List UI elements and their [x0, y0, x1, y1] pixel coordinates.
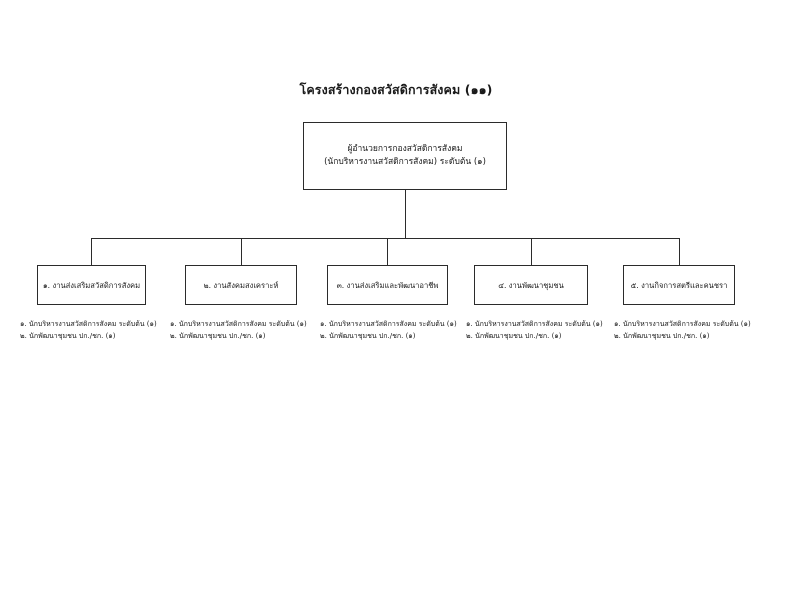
connector-trunk-vertical — [405, 190, 406, 238]
org-node-department-2-label: ๒. งานสังคมสงเคราะห์ — [203, 280, 279, 290]
staff-list-department-2: ๑. นักบริหารงานสวัสดิการสังคม ระดับต้น (… — [170, 319, 307, 342]
staff-item: ๒. นักพัฒนาชุมชน ปก./ชก. (๑) — [466, 331, 562, 340]
connector-drop-2 — [241, 238, 242, 265]
org-node-department-1-label: ๑. งานส่งเสริมสวัสดิการสังคม — [42, 280, 141, 290]
staff-list-department-1: ๑. นักบริหารงานสวัสดิการสังคม ระดับต้น (… — [20, 319, 157, 342]
staff-item: ๑. นักบริหารงานสวัสดิการสังคม ระดับต้น (… — [320, 320, 457, 328]
org-node-department-4-label: ๔. งานพัฒนาชุมชน — [498, 280, 564, 290]
staff-item: ๒. นักพัฒนาชุมชน ปก./ชก. (๑) — [170, 331, 266, 340]
connector-drop-1 — [91, 238, 92, 265]
org-node-director-line-1: ผู้อำนวยการกองสวัสดิการสังคม — [347, 144, 463, 154]
connector-horizontal-bus — [91, 238, 679, 239]
page-title: โครงสร้างกองสวัสดิการสังคม (๑๑) — [299, 82, 493, 97]
org-node-director-text: ผู้อำนวยการกองสวัสดิการสังคม (นักบริหารง… — [318, 143, 492, 169]
staff-item: ๒. นักพัฒนาชุมชน ปก./ชก. (๑) — [20, 331, 116, 340]
connector-drop-3 — [387, 238, 388, 265]
staff-item: ๑. นักบริหารงานสวัสดิการสังคม ระดับต้น (… — [466, 320, 603, 328]
staff-item: ๒. นักพัฒนาชุมชน ปก./ชก. (๑) — [614, 331, 710, 340]
org-node-department-5-label: ๕. งานกิจการสตรีและคนชรา — [630, 280, 728, 290]
connector-drop-4 — [531, 238, 532, 265]
staff-item: ๑. นักบริหารงานสวัสดิการสังคม ระดับต้น (… — [170, 320, 307, 328]
org-node-department-5: ๕. งานกิจการสตรีและคนชรา — [623, 265, 735, 305]
staff-list-department-3: ๑. นักบริหารงานสวัสดิการสังคม ระดับต้น (… — [320, 319, 457, 342]
connector-drop-5 — [679, 238, 680, 265]
org-node-director: ผู้อำนวยการกองสวัสดิการสังคม (นักบริหารง… — [303, 122, 507, 190]
staff-list-department-4: ๑. นักบริหารงานสวัสดิการสังคม ระดับต้น (… — [466, 319, 603, 342]
staff-item: ๑. นักบริหารงานสวัสดิการสังคม ระดับต้น (… — [614, 320, 751, 328]
org-node-department-3-label: ๓. งานส่งเสริมและพัฒนาอาชีพ — [336, 280, 439, 290]
staff-list-department-5: ๑. นักบริหารงานสวัสดิการสังคม ระดับต้น (… — [614, 319, 751, 342]
org-node-department-4: ๔. งานพัฒนาชุมชน — [474, 265, 588, 305]
org-node-department-1: ๑. งานส่งเสริมสวัสดิการสังคม — [37, 265, 146, 305]
staff-item: ๑. นักบริหารงานสวัสดิการสังคม ระดับต้น (… — [20, 320, 157, 328]
org-node-department-2: ๒. งานสังคมสงเคราะห์ — [185, 265, 297, 305]
org-node-director-line-2: (นักบริหารงานสวัสดิการสังคม) ระดับต้น (๑… — [324, 157, 486, 167]
org-node-department-3: ๓. งานส่งเสริมและพัฒนาอาชีพ — [327, 265, 448, 305]
staff-item: ๒. นักพัฒนาชุมชน ปก./ชก. (๑) — [320, 331, 416, 340]
